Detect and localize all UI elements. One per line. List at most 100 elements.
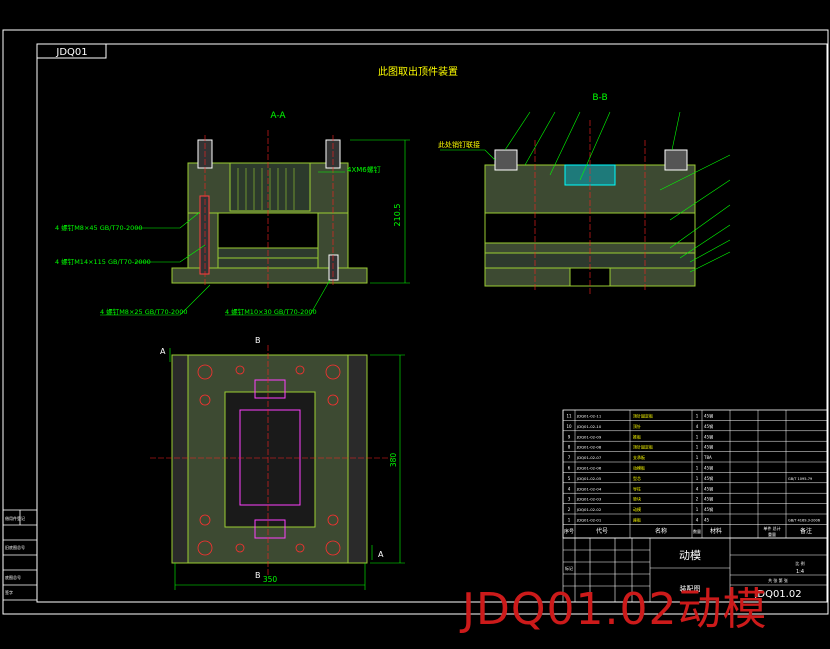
bom-cell-mat: 45钢	[704, 465, 713, 471]
bom-cell-code: JDQ01-02-07	[576, 455, 602, 460]
bom-cell-no: 5	[568, 476, 571, 481]
sheet-frame	[2, 29, 829, 615]
bom-cell-qty: 1	[696, 476, 699, 481]
scale: 1:4	[796, 569, 804, 575]
plan-view: 350 380 A A B B	[150, 336, 405, 590]
bom-cell-name: 顶针固定板	[633, 413, 653, 419]
plan-label-b-top: B	[255, 336, 261, 345]
sig-label: 标记	[565, 565, 573, 571]
watermark: JDQ01.02动模	[462, 584, 768, 635]
bom-cell-no: 7	[568, 455, 571, 460]
note-right-top: 此处销钉联接	[438, 140, 480, 149]
strip-cell-3: 旧底图总号	[5, 544, 25, 550]
bom-header-mat: 材料	[710, 527, 722, 535]
bom-cell-name: 推板	[633, 433, 641, 439]
dim-width: 350	[263, 575, 278, 584]
code-box-text: JDQ01	[55, 47, 87, 58]
bom-note-r7: GB/T 1095-79	[788, 477, 812, 481]
part-name: 动模	[679, 549, 701, 562]
bom-cell-qty: 1	[696, 445, 699, 450]
bom-cell-no: 10	[566, 424, 572, 429]
section-aa-label: A-A	[270, 111, 286, 121]
bom-cell-code: JDQ01-02-01	[576, 518, 602, 523]
bom-cell-code: JDQ01-02-03	[576, 497, 602, 502]
bom-cell-mat: 45钢	[704, 475, 713, 481]
dim-height: 210.5	[393, 204, 402, 227]
bom-cell-qty: 2	[696, 497, 699, 502]
bom-header-qty: 数量	[693, 528, 701, 534]
bom-cell-no: 9	[568, 434, 571, 439]
strip-cell-1: 借用件登记	[5, 515, 25, 521]
bom-cell-qty: 1	[696, 466, 699, 471]
bom-cell-no: 1	[568, 518, 571, 523]
dim-length: 380	[389, 453, 398, 468]
drawing-type: 装配图	[680, 584, 701, 593]
plan-label-a-top: A	[160, 347, 166, 356]
title-note: 此图取出顶件装置	[378, 65, 458, 78]
callout-1: 4 螺钉M8×45 GB/T70-2000	[55, 223, 143, 232]
bom-cell-no: 4	[568, 486, 571, 491]
bom-cell-qty: 1	[696, 414, 699, 419]
bom-cell-qty: 4	[696, 518, 699, 523]
bom-cell-name: 支承板	[633, 454, 645, 460]
bom-note-r1: GB/T 4169.3-2006	[788, 519, 820, 523]
bom-cell-code: JDQ01-02-11	[576, 414, 602, 419]
bom-cell-mat: 45钢	[704, 506, 713, 512]
bom-cell-code: JDQ01-02-04	[576, 486, 602, 491]
bom-cell-qty: 4	[696, 424, 699, 429]
bom-cell-qty: 4	[696, 486, 699, 491]
bom-cell-mat: 45钢	[704, 413, 713, 419]
scale-label: 比 例	[795, 560, 804, 566]
bom-cell-qty: 1	[696, 434, 699, 439]
bom-header-weight-sub: 重量	[768, 531, 776, 537]
bom-cell-code: JDQ01-02-10	[576, 424, 602, 429]
bom-cell-no: 2	[568, 507, 571, 512]
strip-cell-6: 签字	[5, 589, 13, 595]
left-strip	[2, 509, 38, 601]
callout-2: 4 螺钉M14×115 GB/T70-2000	[55, 257, 151, 266]
callout-4: 4 螺钉M10×30 GB/T70-2000	[225, 307, 317, 316]
callout-3: 4 螺钉M8×25 GB/T70-2000	[100, 307, 188, 316]
bom-cell-name: 导柱	[633, 485, 641, 491]
bom-header-no: 序号	[564, 528, 574, 535]
plan-label-b-bottom: B	[255, 571, 261, 580]
bom-cell-no: 8	[568, 445, 571, 450]
section-aa-view: 210.5 4XM6螺钉 4 螺钉M8×45 GB/T70-2000 4 螺钉M…	[55, 130, 410, 316]
bom-cell-name: 型芯	[633, 475, 641, 481]
section-bb-view: 此处销钉联接	[438, 111, 731, 295]
bom-cell-qty: 1	[696, 507, 699, 512]
plan-label-a-bottom: A	[378, 550, 384, 559]
bom-header-note: 备注	[800, 527, 812, 535]
bom-cell-code: JDQ01-02-05	[576, 476, 602, 481]
bom-cell-code: JDQ01-02-08	[576, 445, 602, 450]
bom-cell-mat: 45钢	[704, 433, 713, 439]
strip-cell-5: 底图总号	[5, 574, 21, 580]
title-block	[562, 537, 828, 603]
bom-cell-qty: 1	[696, 455, 699, 460]
bom-cell-mat: 45钢	[704, 496, 713, 502]
note-hex: 4XM6螺钉	[347, 165, 381, 174]
sheet-label: 共 张 第 张	[768, 577, 788, 583]
bom-cell-name: 顶针	[633, 423, 641, 429]
bom-cell-code: JDQ01-02-09	[576, 434, 602, 439]
bom-cell-name: 垫块	[633, 496, 641, 502]
bom-cell-no: 11	[566, 414, 572, 419]
bom-cell-name: 座板	[633, 517, 641, 523]
bom-cell-code: JDQ01-02-02	[576, 507, 602, 512]
bom-cell-name: 顶针固定板	[633, 444, 653, 450]
bom-header-weight: 单件 总计	[763, 525, 780, 531]
bom-header-name: 名称	[655, 527, 667, 535]
bom-header-code: 代号	[596, 527, 608, 535]
bom-cell-mat: 45	[704, 518, 710, 523]
bom-cell-mat: 45钢	[704, 485, 713, 491]
bom-cell-no: 3	[568, 497, 571, 502]
bom-cell-mat: 45钢	[704, 444, 713, 450]
section-bb-label: B-B	[592, 93, 607, 103]
bom-cell-mat: T8A	[703, 455, 712, 460]
drawing-no: JDQ01.02	[753, 589, 801, 600]
bom-cell-code: JDQ01-02-06	[576, 466, 602, 471]
bom-cell-mat: 45钢	[704, 423, 713, 429]
bom-cell-no: 6	[568, 466, 571, 471]
